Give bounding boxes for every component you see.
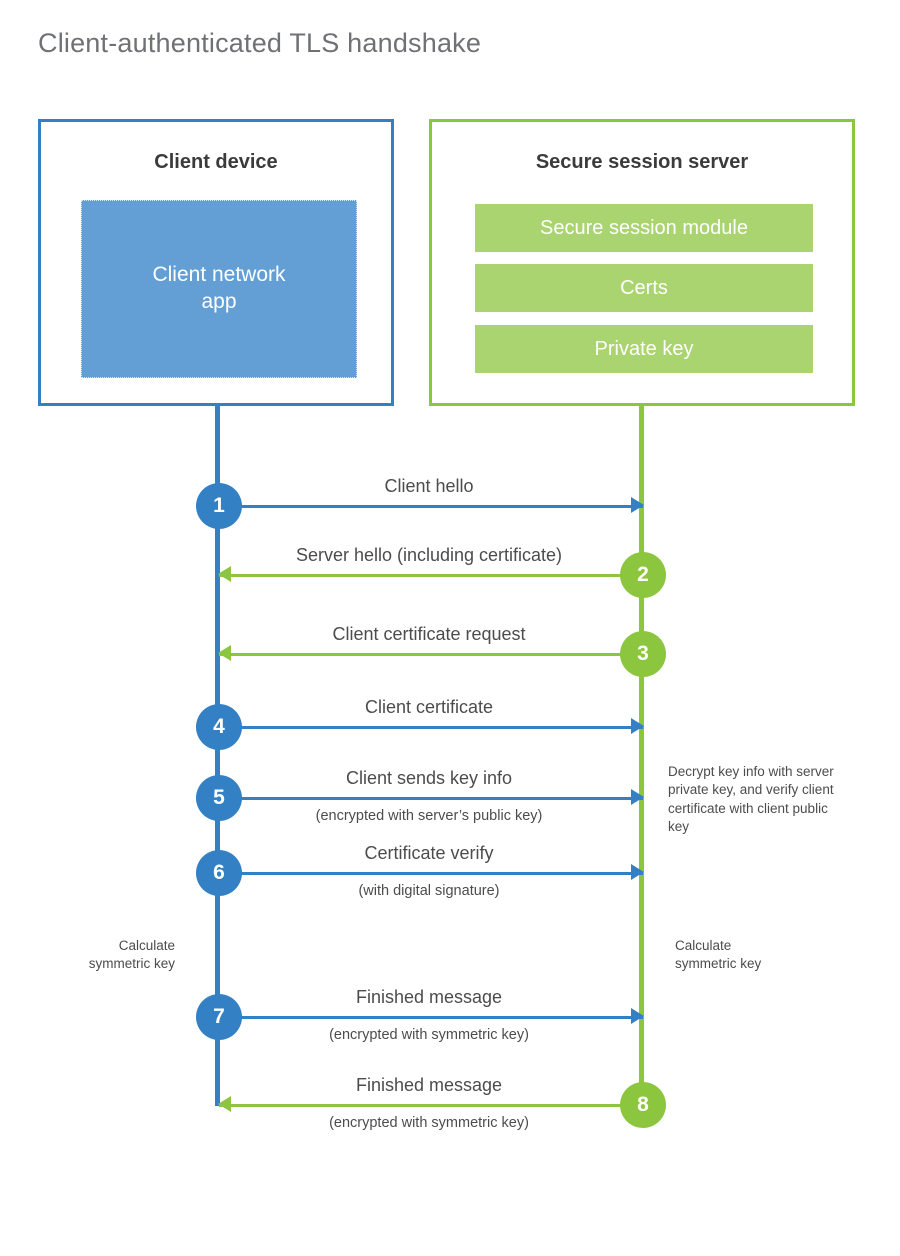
client-device-box: Client device Client network app — [38, 119, 394, 406]
step-4-arrow-line — [219, 726, 643, 729]
server-item-private-key: Private key — [475, 325, 813, 373]
step-6-arrow-line — [219, 872, 643, 875]
step-4-arrow-head — [631, 718, 644, 734]
secure-session-server-title: Secure session server — [535, 151, 749, 173]
step-8-label: Finished message — [355, 1075, 503, 1095]
step-7-arrow-head — [631, 1008, 644, 1024]
step-badge-7[interactable]: 7 — [196, 994, 242, 1040]
step-4-label: Client certificate — [364, 697, 494, 717]
client-device-title: Client device — [154, 151, 278, 173]
step-badge-2[interactable]: 2 — [620, 552, 666, 598]
step-2-arrow-head — [218, 566, 231, 582]
secure-session-server-box: Secure session server Secure session mod… — [429, 119, 855, 406]
step-3-arrow-head — [218, 645, 231, 661]
step-5-sublabel: (encrypted with server’s public key) — [315, 808, 543, 824]
step-1-arrow-head — [631, 497, 644, 513]
step-badge-1[interactable]: 1 — [196, 483, 242, 529]
client-network-app-block: Client network app — [81, 200, 357, 378]
step-8-arrow-head — [218, 1096, 231, 1112]
step-8-arrow-line — [219, 1104, 643, 1107]
server-item-certs: Certs — [475, 264, 813, 312]
step-badge-4[interactable]: 4 — [196, 704, 242, 750]
step-5-arrow-line — [219, 797, 643, 800]
step-7-sublabel: (encrypted with symmetric key) — [329, 1027, 529, 1043]
step-6-sublabel: (with digital signature) — [358, 883, 500, 899]
step-5-arrow-head — [631, 789, 644, 805]
note-calculate-symmetric-key-server: Calculate symmetric key — [675, 938, 762, 972]
step-badge-5[interactable]: 5 — [196, 775, 242, 821]
step-3-label: Client certificate request — [332, 624, 526, 644]
step-1-arrow-line — [219, 505, 643, 508]
note-calculate-symmetric-key-client: Calculate symmetric key — [88, 938, 175, 972]
step-5-label: Client sends key info — [345, 768, 513, 788]
step-1-label: Client hello — [384, 476, 474, 496]
step-badge-6[interactable]: 6 — [196, 850, 242, 896]
client-lifeline — [215, 403, 220, 1106]
step-badge-3[interactable]: 3 — [620, 631, 666, 677]
step-6-arrow-head — [631, 864, 644, 880]
note-decrypt-key-info: Decrypt key info with server private key… — [668, 764, 834, 835]
server-lifeline — [639, 403, 644, 1106]
step-6-label: Certificate verify — [364, 843, 494, 863]
step-2-label: Server hello (including certificate) — [295, 545, 563, 565]
page-title: Client-authenticated TLS handshake — [38, 28, 482, 58]
step-2-arrow-line — [219, 574, 643, 577]
client-network-app-label: Client network app — [152, 263, 286, 313]
step-7-arrow-line — [219, 1016, 643, 1019]
step-7-label: Finished message — [355, 987, 503, 1007]
server-item-secure-session-module: Secure session module — [475, 204, 813, 252]
step-badge-8[interactable]: 8 — [620, 1082, 666, 1128]
step-8-sublabel: (encrypted with symmetric key) — [329, 1115, 529, 1131]
step-3-arrow-line — [219, 653, 643, 656]
